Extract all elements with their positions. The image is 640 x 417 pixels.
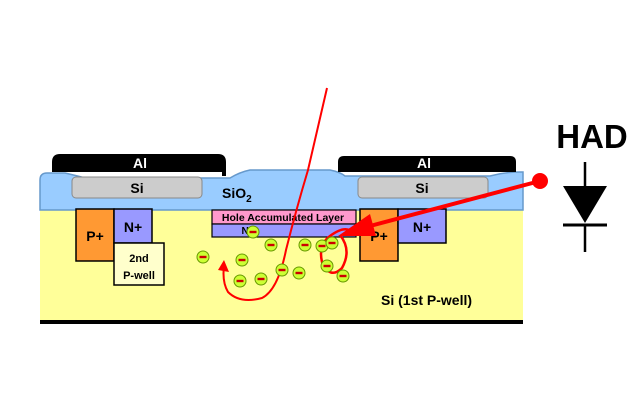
light-ray (369, 179, 541, 228)
label-al-right: Al (417, 155, 431, 171)
label-well2-line1: 2nd (129, 253, 149, 265)
electron-minus-sign (323, 264, 331, 268)
second-pwell-region (113, 242, 165, 286)
light-source-dot (532, 173, 548, 189)
electron-minus-sign (238, 258, 246, 262)
label-al-left: Al (133, 155, 147, 171)
electron-minus-sign (199, 255, 207, 259)
electron-minus-sign (257, 277, 265, 281)
electron-minus-sign (295, 271, 303, 275)
label-substrate: Si (1st P-well) (381, 292, 472, 308)
electron-minus-sign (249, 230, 257, 234)
label-n-plus-left: N+ (124, 219, 142, 235)
label-sio2-main: SiO (222, 185, 246, 201)
electron-minus-sign (339, 274, 347, 278)
light-ray-arrowhead (338, 214, 376, 236)
electron-minus-sign (328, 241, 336, 245)
poly-si-right (357, 176, 489, 199)
n-plus-left-region (113, 208, 153, 244)
label-sio2-sub: 2 (246, 194, 252, 205)
label-si-right: Si (415, 180, 428, 196)
label-had: HAD (556, 118, 628, 155)
electron-group (196, 225, 350, 288)
electron-minus-sign (301, 243, 309, 247)
metal-right-body (338, 156, 516, 172)
electron-minus-sign (267, 243, 275, 247)
label-si-left: Si (130, 180, 143, 196)
diode-triangle (563, 186, 607, 223)
label-well2-line2: P-well (123, 270, 155, 282)
poly-si-left (71, 176, 203, 199)
label-sio2: SiO2 (222, 185, 252, 205)
electron-minus-sign (278, 268, 286, 272)
diode-symbol (563, 162, 607, 252)
electron-minus-sign (318, 244, 326, 248)
n-plus-center-region (211, 223, 357, 238)
label-hole-layer: Hole Accumulated Layer (222, 212, 344, 224)
label-n-plus-right: N+ (413, 219, 431, 235)
metal-left-body (54, 156, 224, 172)
particle-arrowhead (218, 260, 229, 272)
electron-minus-sign (236, 279, 244, 283)
label-p-plus-left: P+ (86, 228, 104, 244)
